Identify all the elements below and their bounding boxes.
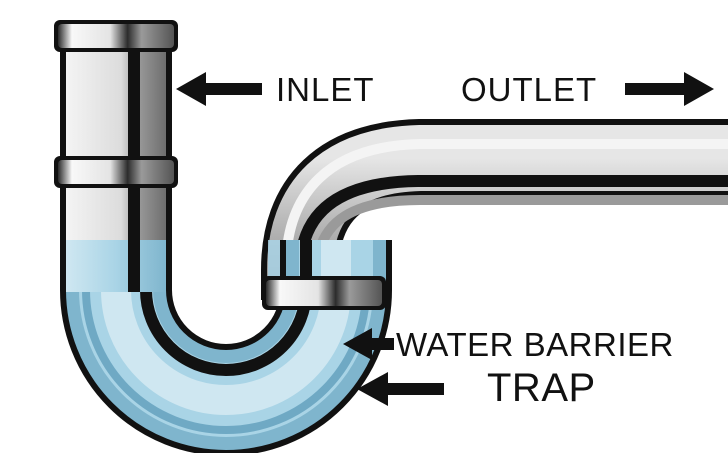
trap-outlet-coupling xyxy=(262,276,386,310)
water-barrier-arrow-icon xyxy=(343,328,394,360)
trap-label: TRAP xyxy=(487,366,596,410)
outlet-arrow-icon xyxy=(625,72,714,106)
inlet-pipe xyxy=(60,40,172,292)
inlet-arrow-icon xyxy=(176,72,262,106)
water-barrier-label: WATER BARRIER xyxy=(396,326,674,363)
trap-arrow-icon xyxy=(357,372,444,406)
outlet-label: OUTLET xyxy=(461,71,598,108)
inlet-mid-coupling xyxy=(54,156,178,188)
inlet-top-coupling xyxy=(54,20,178,52)
inlet-label: INLET xyxy=(276,71,375,108)
u-bend xyxy=(59,240,392,453)
